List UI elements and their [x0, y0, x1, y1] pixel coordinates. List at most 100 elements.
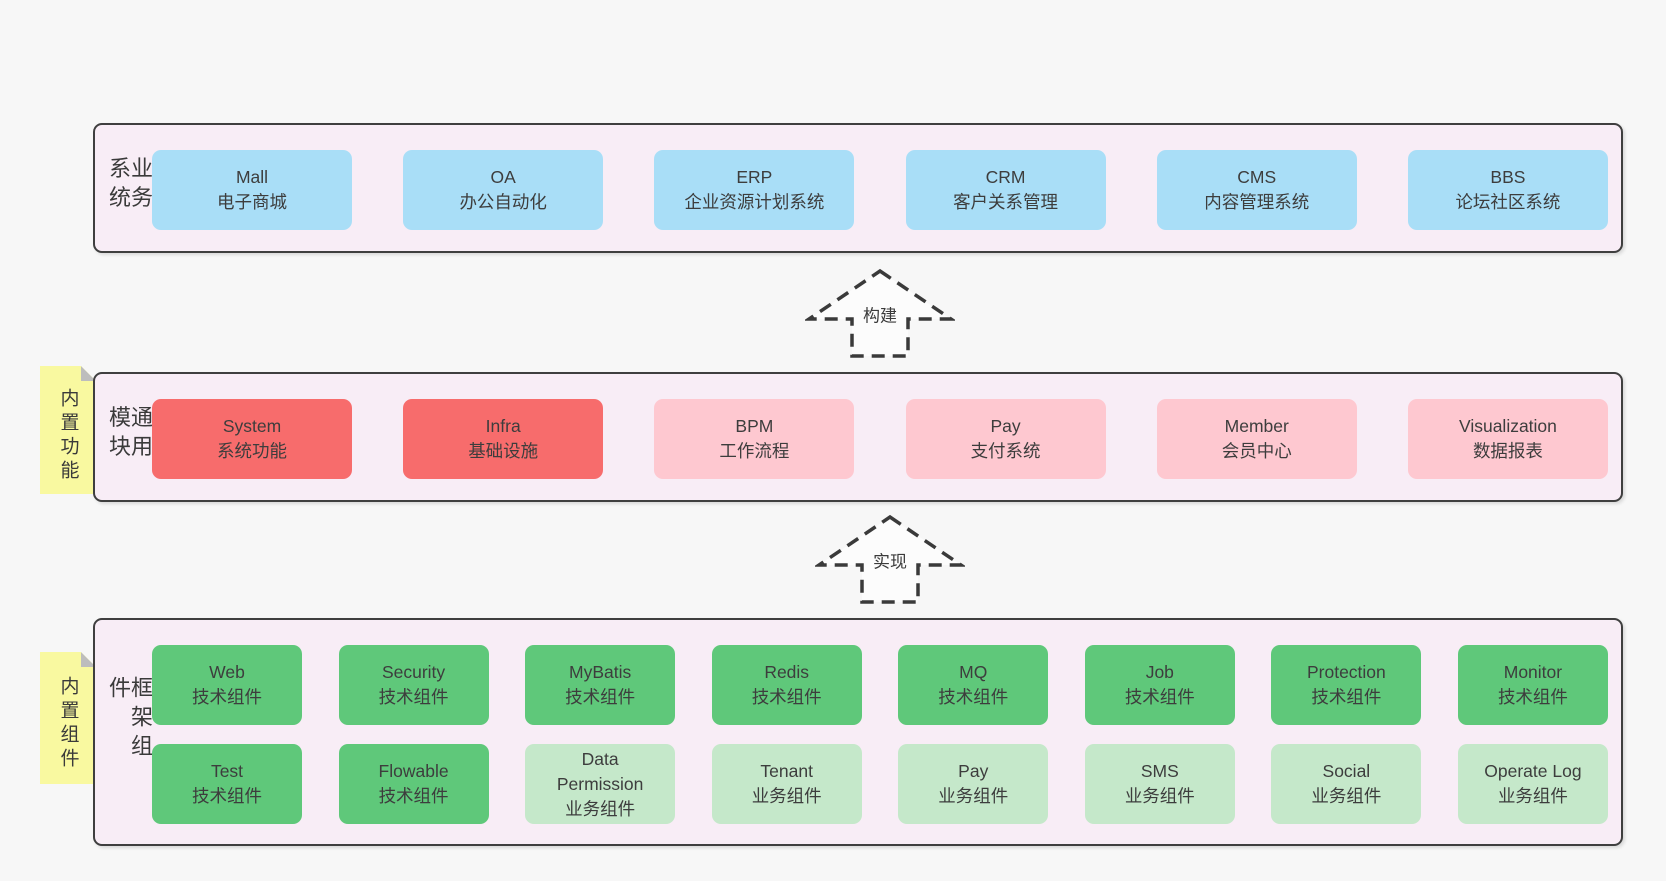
box-title: CMS	[1237, 167, 1277, 187]
band-framework-components: 框架组件 Web 技术组件 Security 技术组件 MyBatis 技术组件…	[93, 618, 1623, 846]
box-subtitle: 技术组件	[378, 786, 449, 806]
sticky-note-builtin-components: 内置组件	[40, 652, 96, 784]
box-tenant: Tenant 业务组件	[711, 744, 862, 824]
box-crm: CRM 客户关系管理	[905, 150, 1106, 230]
box-subtitle: 会员中心	[1221, 441, 1292, 461]
band-business-systems: 业务系统 Mall 电子商城 OA 办公自动化 ERP 企业资源计划系统 CRM…	[93, 123, 1623, 253]
box-security: Security 技术组件	[338, 645, 489, 725]
box-subtitle: 技术组件	[565, 687, 636, 707]
box-sms: SMS 业务组件	[1084, 744, 1235, 824]
box-job: Job 技术组件	[1084, 645, 1235, 725]
box-subtitle: 企业资源计划系统	[684, 192, 825, 212]
box-bpm: BPM 工作流程	[654, 399, 855, 479]
box-title: MyBatis	[569, 662, 632, 682]
box-title: Flowable	[378, 761, 449, 781]
sticky-note-text: 内置组件	[57, 676, 79, 772]
box-title: CRM	[985, 167, 1026, 187]
box-erp: ERP 企业资源计划系统	[654, 150, 855, 230]
box-title: Operate Log	[1484, 761, 1582, 781]
box-system: System 系统功能	[152, 399, 352, 479]
box-subtitle: 技术组件	[938, 687, 1009, 707]
box-subtitle: 数据报表	[1472, 441, 1543, 461]
box-data-permission: Data Permission 业务组件	[525, 744, 676, 824]
box-subtitle: 系统功能	[217, 441, 287, 461]
box-oa: OA 办公自动化	[403, 150, 604, 230]
box-title: Mall	[235, 167, 269, 187]
band-framework-label: 框架组件	[106, 676, 153, 763]
box-title: MQ	[959, 662, 988, 682]
box-subtitle: 支付系统	[970, 441, 1041, 461]
box-subtitle: 业务组件	[1124, 786, 1195, 806]
box-title: Job	[1145, 662, 1174, 682]
build-arrow-label: 构建	[860, 301, 900, 327]
box-title: Monitor	[1503, 662, 1563, 682]
box-title: Test	[210, 761, 244, 781]
box-pay-biz: Pay 业务组件	[898, 744, 1049, 824]
box-subtitle: 业务组件	[1497, 786, 1568, 806]
box-subtitle: 技术组件	[1124, 687, 1195, 707]
build-arrow: 构建	[805, 268, 955, 360]
implement-arrow: 实现	[815, 514, 965, 606]
band-common-modules: 通用模块 System 系统功能 Infra 基础设施 BPM 工作流程 Pay…	[93, 372, 1623, 502]
box-monitor: Monitor 技术组件	[1457, 645, 1608, 725]
framework-box-row-1: Web 技术组件 Security 技术组件 MyBatis 技术组件 Redi…	[152, 645, 1608, 725]
box-title: SMS	[1140, 761, 1179, 781]
box-bbs: BBS 论坛社区系统	[1407, 150, 1608, 230]
box-subtitle: 客户关系管理	[953, 192, 1059, 212]
box-test: Test 技术组件	[152, 744, 302, 824]
box-title: Pay	[958, 761, 989, 781]
band-modules-label: 通用模块	[106, 405, 153, 464]
box-title: System	[222, 416, 282, 436]
box-infra: Infra 基础设施	[403, 399, 604, 479]
box-subtitle: 技术组件	[192, 786, 262, 806]
business-box-row: Mall 电子商城 OA 办公自动化 ERP 企业资源计划系统 CRM 客户关系…	[152, 150, 1608, 230]
box-subtitle: 业务组件	[938, 786, 1009, 806]
box-subtitle: 技术组件	[1311, 687, 1382, 707]
band-business-label: 业务系统	[106, 156, 153, 215]
box-mq: MQ 技术组件	[898, 645, 1049, 725]
box-mall: Mall 电子商城	[152, 150, 352, 230]
box-subtitle: 基础设施	[468, 441, 539, 461]
box-subtitle: 工作流程	[719, 441, 790, 461]
box-redis: Redis 技术组件	[711, 645, 862, 725]
box-subtitle: 电子商城	[217, 192, 287, 212]
box-subtitle: 技术组件	[192, 687, 262, 707]
box-visualization: Visualization 数据报表	[1407, 399, 1608, 479]
box-subtitle: 技术组件	[378, 687, 449, 707]
box-title: BPM	[735, 416, 774, 436]
framework-box-row-2: Test 技术组件 Flowable 技术组件 Data Permission …	[152, 744, 1608, 824]
implement-arrow-label: 实现	[870, 547, 910, 573]
box-flowable: Flowable 技术组件	[338, 744, 489, 824]
box-title: Pay	[990, 416, 1021, 436]
box-title: Visualization	[1458, 416, 1557, 436]
box-title: Protection	[1306, 662, 1386, 682]
box-title: BBS	[1490, 167, 1526, 187]
box-subtitle: 办公自动化	[459, 192, 547, 212]
modules-box-row: System 系统功能 Infra 基础设施 BPM 工作流程 Pay 支付系统…	[152, 399, 1608, 479]
box-subtitle: 技术组件	[751, 687, 822, 707]
box-title: Security	[381, 662, 446, 682]
box-subtitle: 技术组件	[1497, 687, 1568, 707]
box-pay: Pay 支付系统	[905, 399, 1106, 479]
box-web: Web 技术组件	[152, 645, 302, 725]
box-protection: Protection 技术组件	[1271, 645, 1422, 725]
box-title: Tenant	[760, 761, 813, 781]
box-mybatis: MyBatis 技术组件	[525, 645, 676, 725]
box-title: Member	[1224, 416, 1289, 436]
sticky-note-text: 内置功能	[57, 388, 79, 484]
box-title: OA	[490, 167, 516, 187]
box-title: Social	[1322, 761, 1371, 781]
box-cms: CMS 内容管理系统	[1156, 150, 1357, 230]
box-social: Social 业务组件	[1271, 744, 1422, 824]
box-subtitle: 业务组件	[751, 786, 822, 806]
box-subtitle: 业务组件	[565, 798, 636, 819]
box-title: Web	[209, 662, 245, 682]
box-operate-log: Operate Log 业务组件	[1457, 744, 1608, 824]
box-title: Data Permission	[556, 748, 644, 794]
box-subtitle: 论坛社区系统	[1455, 192, 1561, 212]
sticky-note-builtin-features: 内置功能	[40, 366, 96, 494]
box-subtitle: 业务组件	[1311, 786, 1382, 806]
box-title: Redis	[764, 662, 810, 682]
box-title: ERP	[736, 167, 773, 187]
